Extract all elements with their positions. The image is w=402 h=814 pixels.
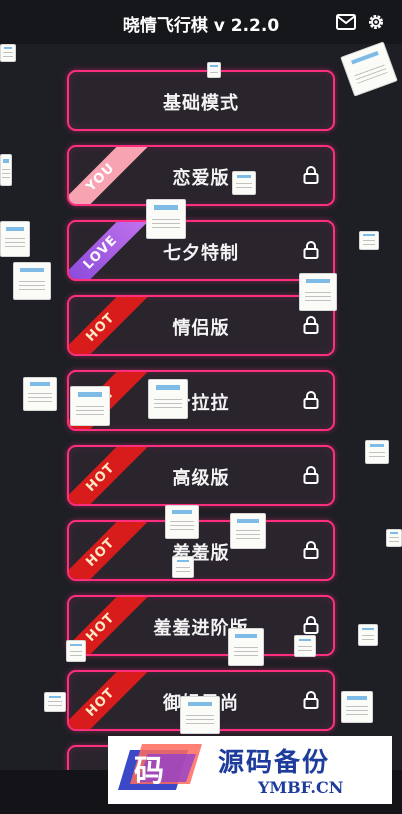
mode-label: 羞羞版 bbox=[172, 543, 230, 564]
mode-label: 情侣版 bbox=[172, 318, 230, 339]
watermark-sticker bbox=[66, 640, 86, 662]
app-title: 晓情飞行棋 v 2.2.0 bbox=[122, 16, 280, 36]
watermark-sticker bbox=[232, 171, 256, 195]
watermark-sticker bbox=[180, 696, 220, 734]
mode-card-romance[interactable]: YOU 恋爱版 bbox=[67, 145, 335, 206]
mode-list[interactable]: 基础模式 YOU 恋爱版 LOVE 七夕特制 HOT 情侣版 HOT 合拉拉 bbox=[0, 44, 402, 770]
watermark-sticker bbox=[386, 529, 402, 547]
watermark-sticker bbox=[207, 62, 221, 78]
watermark-sticker bbox=[228, 628, 264, 666]
logo-char: 码 bbox=[134, 754, 164, 789]
mode-label: 基础模式 bbox=[163, 93, 239, 114]
watermark-sticker bbox=[294, 635, 316, 657]
watermark-sticker bbox=[70, 386, 110, 426]
watermark-sticker bbox=[365, 440, 389, 464]
watermark-sticker bbox=[0, 221, 30, 257]
watermark-sticker bbox=[146, 199, 186, 239]
watermark-sticker bbox=[359, 231, 379, 250]
mode-label: 羞羞进阶版 bbox=[153, 618, 249, 639]
watermark-sticker bbox=[13, 262, 51, 300]
gear-icon[interactable] bbox=[365, 12, 387, 32]
mode-card-shy[interactable]: HOT 羞羞版 bbox=[67, 520, 335, 581]
app-header: 晓情飞行棋 v 2.2.0 bbox=[0, 0, 402, 44]
lock-icon bbox=[303, 391, 319, 409]
mode-label: 高级版 bbox=[172, 468, 230, 489]
logo-icon bbox=[118, 744, 202, 790]
watermark-sticker bbox=[148, 379, 188, 419]
mode-card-couple[interactable]: HOT 情侣版 bbox=[67, 295, 335, 356]
watermark-sticker bbox=[341, 691, 373, 723]
mode-card-shy-advanced[interactable]: HOT 羞羞进阶版 bbox=[67, 595, 335, 656]
watermark-sticker bbox=[44, 692, 66, 712]
lock-icon bbox=[303, 691, 319, 709]
watermark-sticker bbox=[172, 556, 194, 578]
mode-card-basic[interactable]: 基础模式 bbox=[67, 70, 335, 131]
watermark-sticker bbox=[165, 505, 199, 539]
mode-card-advanced[interactable]: HOT 高级版 bbox=[67, 445, 335, 506]
mail-icon[interactable] bbox=[335, 12, 357, 32]
lock-icon bbox=[303, 166, 319, 184]
lock-icon bbox=[303, 616, 319, 634]
lock-icon bbox=[303, 466, 319, 484]
lock-icon bbox=[303, 316, 319, 334]
mode-label: 恋爱版 bbox=[172, 168, 230, 189]
watermark-banner: 码 源码备份 YMBF.CN bbox=[108, 736, 392, 804]
watermark-sticker bbox=[358, 624, 378, 646]
watermark-sticker bbox=[23, 377, 57, 411]
mode-card-qixi[interactable]: LOVE 七夕特制 bbox=[67, 220, 335, 281]
lock-icon bbox=[303, 541, 319, 559]
mode-label: 七夕特制 bbox=[163, 243, 239, 264]
watermark-sticker bbox=[299, 273, 337, 311]
watermark-sticker bbox=[0, 154, 12, 186]
banner-title: 源码备份 bbox=[218, 748, 331, 778]
lock-icon bbox=[303, 241, 319, 259]
watermark-sticker bbox=[0, 44, 16, 62]
banner-url: YMBF.CN bbox=[258, 778, 344, 797]
watermark-sticker bbox=[230, 513, 266, 549]
